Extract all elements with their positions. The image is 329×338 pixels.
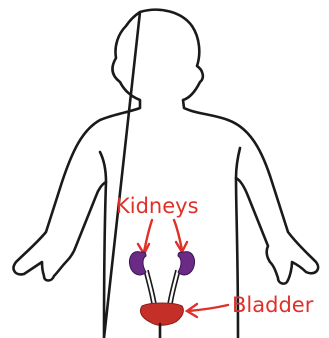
kidneys-label: Kidneys — [116, 194, 199, 218]
bladder-label: Bladder — [232, 293, 314, 317]
right-arm-inner — [236, 148, 240, 178]
bladder — [140, 303, 183, 325]
bladder-arrow — [187, 304, 228, 317]
left-arm-inner — [100, 152, 106, 182]
body-outline — [14, 10, 319, 338]
left-kidney — [129, 252, 146, 275]
right-kidney — [178, 252, 195, 275]
kidneys-arrows — [138, 220, 187, 254]
ureters — [144, 270, 180, 304]
